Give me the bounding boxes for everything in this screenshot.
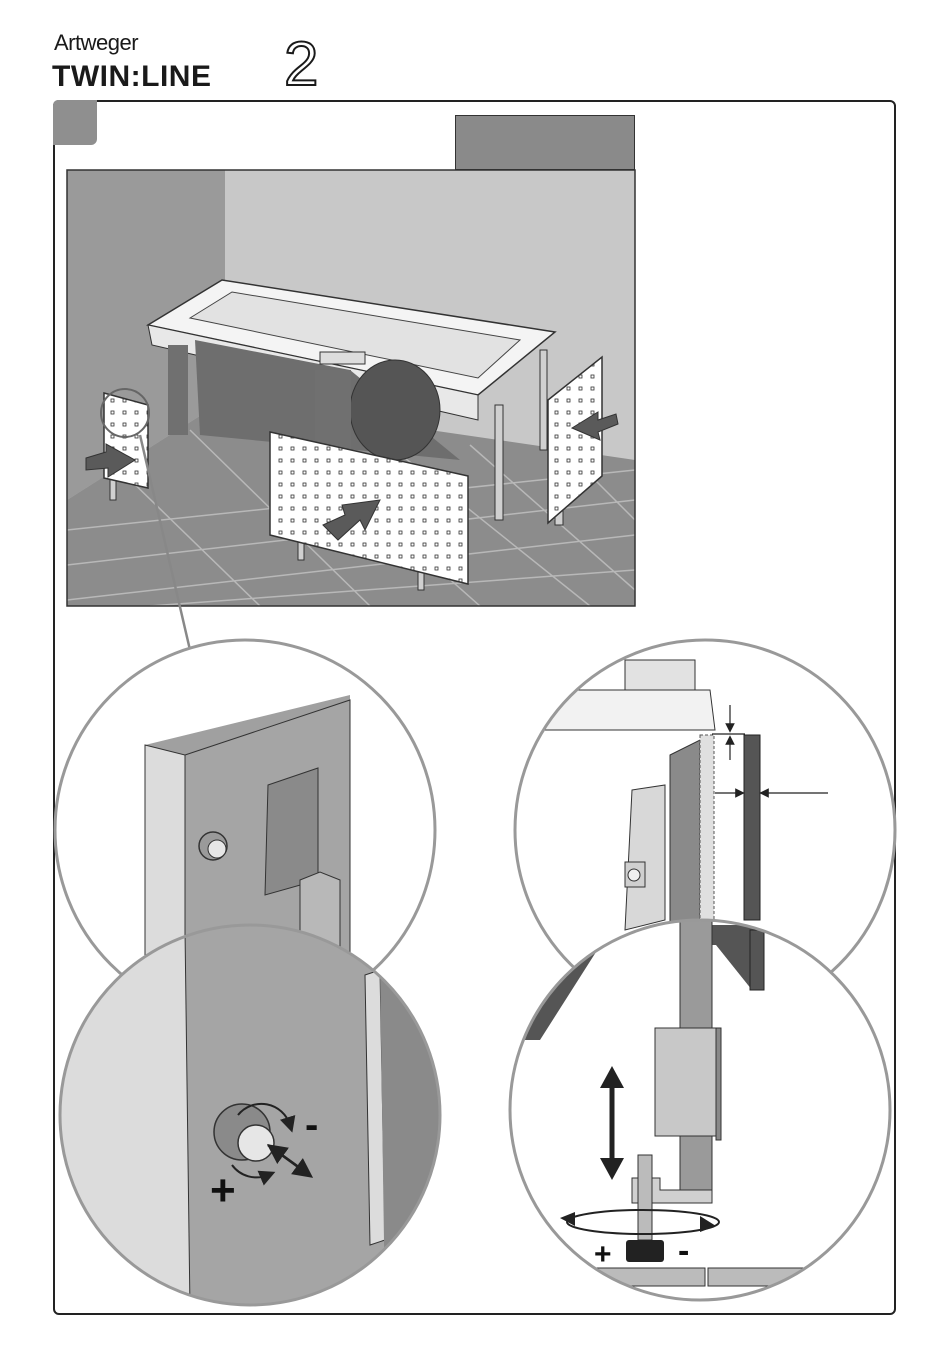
plus-symbol-right: + [594,1238,612,1271]
bathroom-scene [67,170,635,606]
minus-symbol-left: - [305,1103,318,1147]
detail-adjustable-foot [510,920,900,1310]
minus-symbol-right: - [678,1232,689,1270]
detail-fastener-adjust [55,920,445,1310]
plus-symbol-left: + [210,1166,236,1215]
